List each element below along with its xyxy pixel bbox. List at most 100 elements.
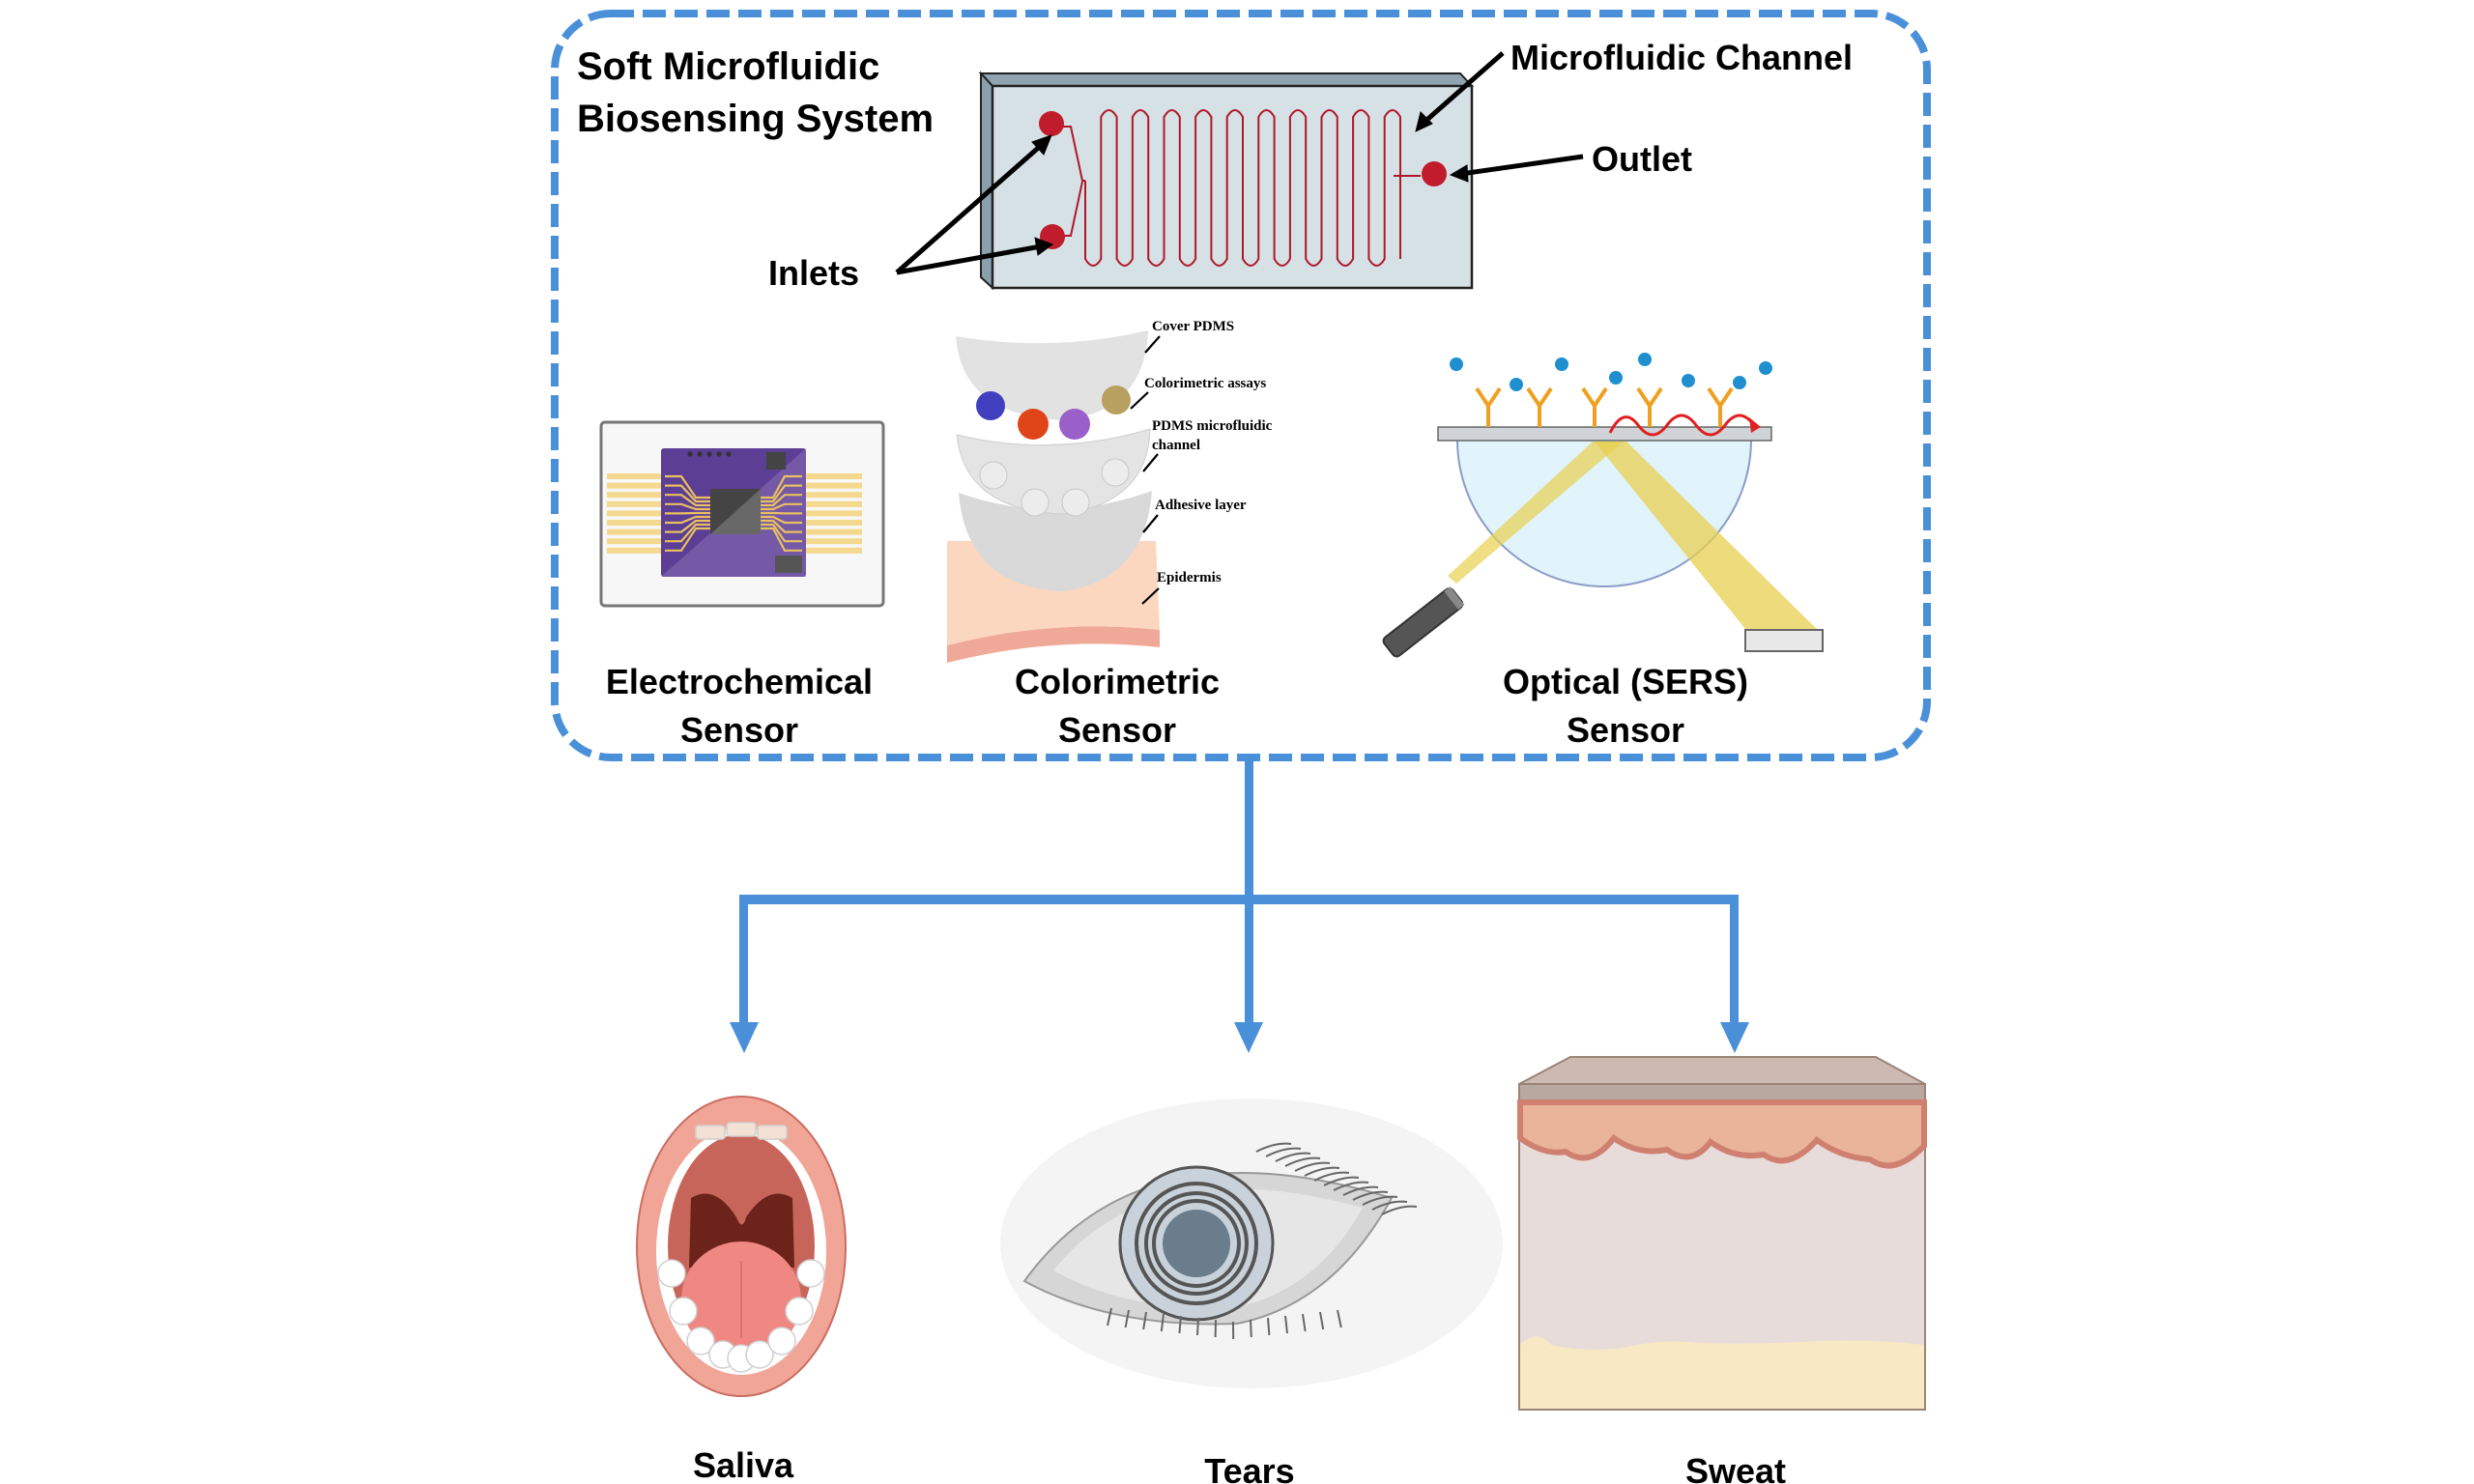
trace [761, 523, 802, 543]
colorimetric-patch-icon [947, 330, 1160, 663]
eyelash [1294, 1161, 1331, 1172]
antibody-group [1450, 353, 1772, 427]
contact-pad [607, 520, 665, 526]
trace [761, 502, 802, 511]
eyelash [1352, 1190, 1389, 1201]
eyelash [1265, 1147, 1302, 1157]
contact-pad [802, 520, 862, 526]
trace [761, 527, 802, 552]
tears-label: Tears [1204, 1451, 1294, 1484]
serpentine-channel [1084, 109, 1401, 267]
contact-pad [802, 492, 862, 499]
contact-pad [607, 547, 665, 554]
connector-tree [730, 757, 1749, 1053]
layer-label-epidermis: Epidermis [1157, 570, 1222, 585]
outlet [1422, 161, 1447, 186]
mouth-icon [636, 1096, 847, 1397]
contact-pad [802, 528, 862, 535]
channel-path [1084, 109, 1401, 267]
antibody [1526, 386, 1553, 427]
trace [665, 502, 710, 511]
analyte [1733, 376, 1746, 389]
contact-pad [802, 500, 862, 507]
electrochemical-sensor-label-line2: Sensor [680, 710, 798, 750]
eyelash [1267, 1317, 1271, 1336]
chip-annotation-arrows [895, 51, 1584, 275]
inlet-1 [1039, 111, 1064, 136]
trace [761, 474, 802, 499]
trace [761, 484, 802, 503]
layer-label-channel: channel [1152, 438, 1200, 453]
arrowhead-saliva [730, 1022, 759, 1053]
electrochemical-chip-icon [599, 420, 885, 608]
layer-label-cover-pdms: Cover PDMS [1152, 319, 1234, 334]
analyte [1510, 378, 1523, 391]
contact-pad [607, 528, 665, 535]
analyte [1609, 371, 1623, 385]
analyte [1682, 374, 1695, 387]
eyelash [1196, 1317, 1199, 1336]
microfluidic-chip-icon [978, 71, 1475, 291]
eyelash [1275, 1152, 1311, 1162]
eyelash [1371, 1200, 1408, 1211]
eyelash [1381, 1205, 1418, 1215]
layer-label-adhesive-layer: Adhesive layer [1155, 498, 1247, 513]
layer-label-pdms-microfluidic: PDMS microfluidic [1152, 418, 1273, 434]
analyte [1450, 357, 1463, 371]
eyelash [1160, 1313, 1165, 1332]
contact-pad [802, 482, 862, 489]
eyelash [1284, 1156, 1321, 1167]
arrowhead-tears [1234, 1022, 1263, 1053]
trace [665, 515, 710, 525]
trace [761, 494, 802, 507]
eye-icon [1000, 1099, 1503, 1388]
eyelash [1178, 1315, 1182, 1334]
contact-pad [802, 547, 862, 554]
tooth [686, 1327, 715, 1356]
eyelash [1107, 1307, 1112, 1327]
trace [665, 474, 710, 499]
colorimetric-sensor-label-line1: Colorimetric [1015, 662, 1220, 701]
eyelash [1142, 1311, 1147, 1330]
connector-crossbar [739, 895, 1739, 904]
eyelash [1337, 1309, 1342, 1328]
eyelash [1319, 1311, 1325, 1330]
optical-sers-icon [1382, 353, 1824, 658]
contact-pad [607, 492, 665, 499]
eyelash [1323, 1176, 1360, 1186]
eyelash [1342, 1185, 1379, 1196]
eyelash [1284, 1315, 1288, 1334]
trace [761, 515, 802, 525]
antibody [1475, 386, 1502, 427]
contact-pad [607, 482, 665, 489]
trace [665, 484, 710, 503]
eyelash [1304, 1166, 1340, 1177]
antibody [1636, 386, 1663, 427]
contact-pad [607, 510, 665, 517]
inlets-label: Inlets [768, 253, 859, 293]
connector-trunk [1245, 757, 1253, 902]
eyelash [1255, 1142, 1292, 1153]
layer-label-colorimetric-assays: Colorimetric assays [1144, 376, 1266, 391]
system-dashed-box [551, 10, 1931, 761]
contact-pad [802, 510, 862, 517]
eyelash [1302, 1313, 1307, 1332]
trace [665, 494, 710, 507]
arrowhead-sweat [1720, 1022, 1749, 1053]
colorimetric-layer-labels: Cover PDMS Colorimetric assays PDMS micr… [1144, 319, 1273, 585]
trace [761, 519, 802, 533]
tooth [669, 1297, 698, 1326]
connector-branch-saliva [739, 895, 748, 1025]
trace [665, 523, 710, 543]
system-title-line1: Soft Microfluidic [577, 45, 879, 88]
optical-sensor-label-line2: Sensor [1567, 710, 1684, 750]
tooth [745, 1340, 774, 1369]
trace [665, 519, 710, 533]
tooth [757, 1125, 788, 1140]
tooth [726, 1122, 757, 1137]
tooth [785, 1297, 814, 1326]
saliva-label: Saliva [693, 1445, 794, 1484]
tooth [657, 1259, 686, 1288]
electrochemical-sensor-label-line1: Electrochemical [606, 662, 873, 701]
